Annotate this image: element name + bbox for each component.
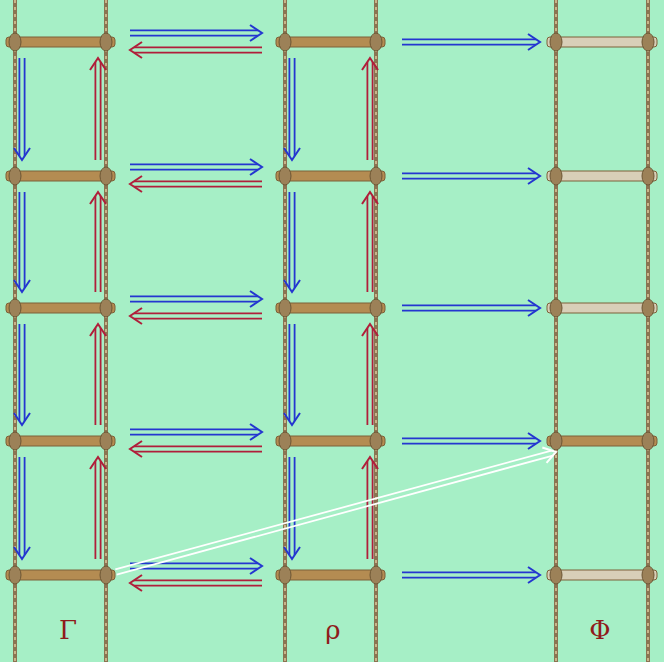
ladder-rung — [6, 303, 115, 313]
ladder-rung — [547, 303, 657, 313]
rope-knot — [370, 432, 382, 450]
ladder-rung — [276, 303, 385, 313]
up-arrow — [90, 457, 106, 559]
map-arrow — [402, 34, 540, 50]
ladder-rung — [276, 570, 385, 580]
rope — [283, 0, 287, 662]
rope-knot — [370, 33, 382, 51]
rope — [104, 0, 108, 662]
map-arrow — [130, 291, 262, 307]
map-arrow — [130, 25, 262, 41]
rope — [646, 0, 650, 662]
rope-knot — [9, 566, 21, 584]
ladder-rung — [6, 37, 115, 47]
rope-twist — [14, 0, 16, 662]
rope-knot — [370, 299, 382, 317]
map-arrow — [130, 159, 262, 175]
up-arrow — [362, 324, 378, 425]
rope-knot — [642, 167, 654, 185]
rope — [13, 0, 17, 662]
map-arrow — [402, 168, 540, 184]
rope-knot — [550, 299, 562, 317]
down-arrow — [14, 192, 30, 292]
rope-knot — [279, 432, 291, 450]
down-arrow — [284, 457, 300, 559]
rope-twist — [647, 0, 649, 662]
rope-knot — [9, 167, 21, 185]
rope-knot — [550, 432, 562, 450]
map-arrow — [402, 567, 540, 583]
rope-knot — [370, 566, 382, 584]
ladder-label: ρ — [325, 617, 340, 643]
down-arrow — [14, 457, 30, 559]
ladder-rung — [547, 436, 657, 446]
rope-knot — [100, 432, 112, 450]
rope-knot — [100, 566, 112, 584]
ladder-label: Φ — [589, 617, 610, 643]
rope-knot — [550, 33, 562, 51]
ladder-rung — [547, 171, 657, 181]
ladder-label: Γ — [59, 617, 77, 643]
up-arrow — [90, 58, 106, 160]
rope-knot — [9, 33, 21, 51]
inverse-arrow — [130, 441, 262, 457]
rope-twist — [105, 0, 107, 662]
down-arrow — [284, 324, 300, 425]
rope-knot — [100, 167, 112, 185]
rope-knot — [100, 33, 112, 51]
rope-twist — [555, 0, 557, 662]
rope-knot — [642, 33, 654, 51]
down-arrow — [14, 324, 30, 425]
down-arrow — [284, 58, 300, 160]
ladder-rung — [276, 436, 385, 446]
inverse-arrow — [130, 42, 262, 58]
inverse-arrow — [130, 308, 262, 324]
rope-knot — [9, 299, 21, 317]
map-arrow — [130, 424, 262, 440]
down-arrow — [14, 58, 30, 160]
diagonal-arrow — [115, 447, 556, 574]
rope-knot — [550, 566, 562, 584]
ladder-rung — [547, 570, 657, 580]
ladder-rung — [6, 570, 115, 580]
up-arrow — [362, 58, 378, 160]
ladder-rung — [6, 171, 115, 181]
rope-knot — [370, 167, 382, 185]
rope-knot — [642, 432, 654, 450]
rope-twist — [284, 0, 286, 662]
map-arrow — [402, 433, 540, 449]
rope-knot — [642, 299, 654, 317]
ladder-rung — [547, 37, 657, 47]
up-arrow — [90, 192, 106, 292]
rope-knot — [550, 167, 562, 185]
rope-knot — [9, 432, 21, 450]
ladder-rung — [276, 171, 385, 181]
down-arrow — [284, 192, 300, 292]
rope-knot — [100, 299, 112, 317]
map-arrow — [402, 300, 540, 316]
ladder-rung — [6, 436, 115, 446]
rope-knot — [279, 566, 291, 584]
up-arrow — [362, 457, 378, 559]
rope-knot — [279, 299, 291, 317]
rope — [554, 0, 558, 662]
up-arrow — [90, 324, 106, 425]
rope-knot — [642, 566, 654, 584]
inverse-arrow — [130, 176, 262, 192]
rope-knot — [279, 167, 291, 185]
inverse-arrow — [130, 575, 262, 591]
up-arrow — [362, 192, 378, 292]
rope-knot — [279, 33, 291, 51]
ladder-rung — [276, 37, 385, 47]
